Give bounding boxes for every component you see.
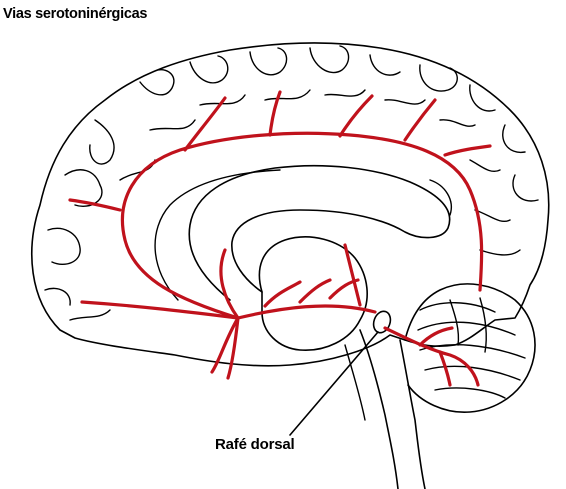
raphe-label: Rafé dorsal (215, 436, 295, 453)
cortex-folds-icon (45, 46, 538, 320)
brain-outline-icon (32, 43, 549, 366)
pons-icon (345, 345, 365, 420)
fornix-icon (155, 170, 280, 300)
thalamus-icon (259, 237, 367, 350)
cerebellum-icon (405, 284, 535, 412)
serotonergic-pathway-icon (70, 92, 490, 385)
brainstem-icon (360, 330, 425, 489)
corpus-callosum-icon (189, 166, 449, 300)
